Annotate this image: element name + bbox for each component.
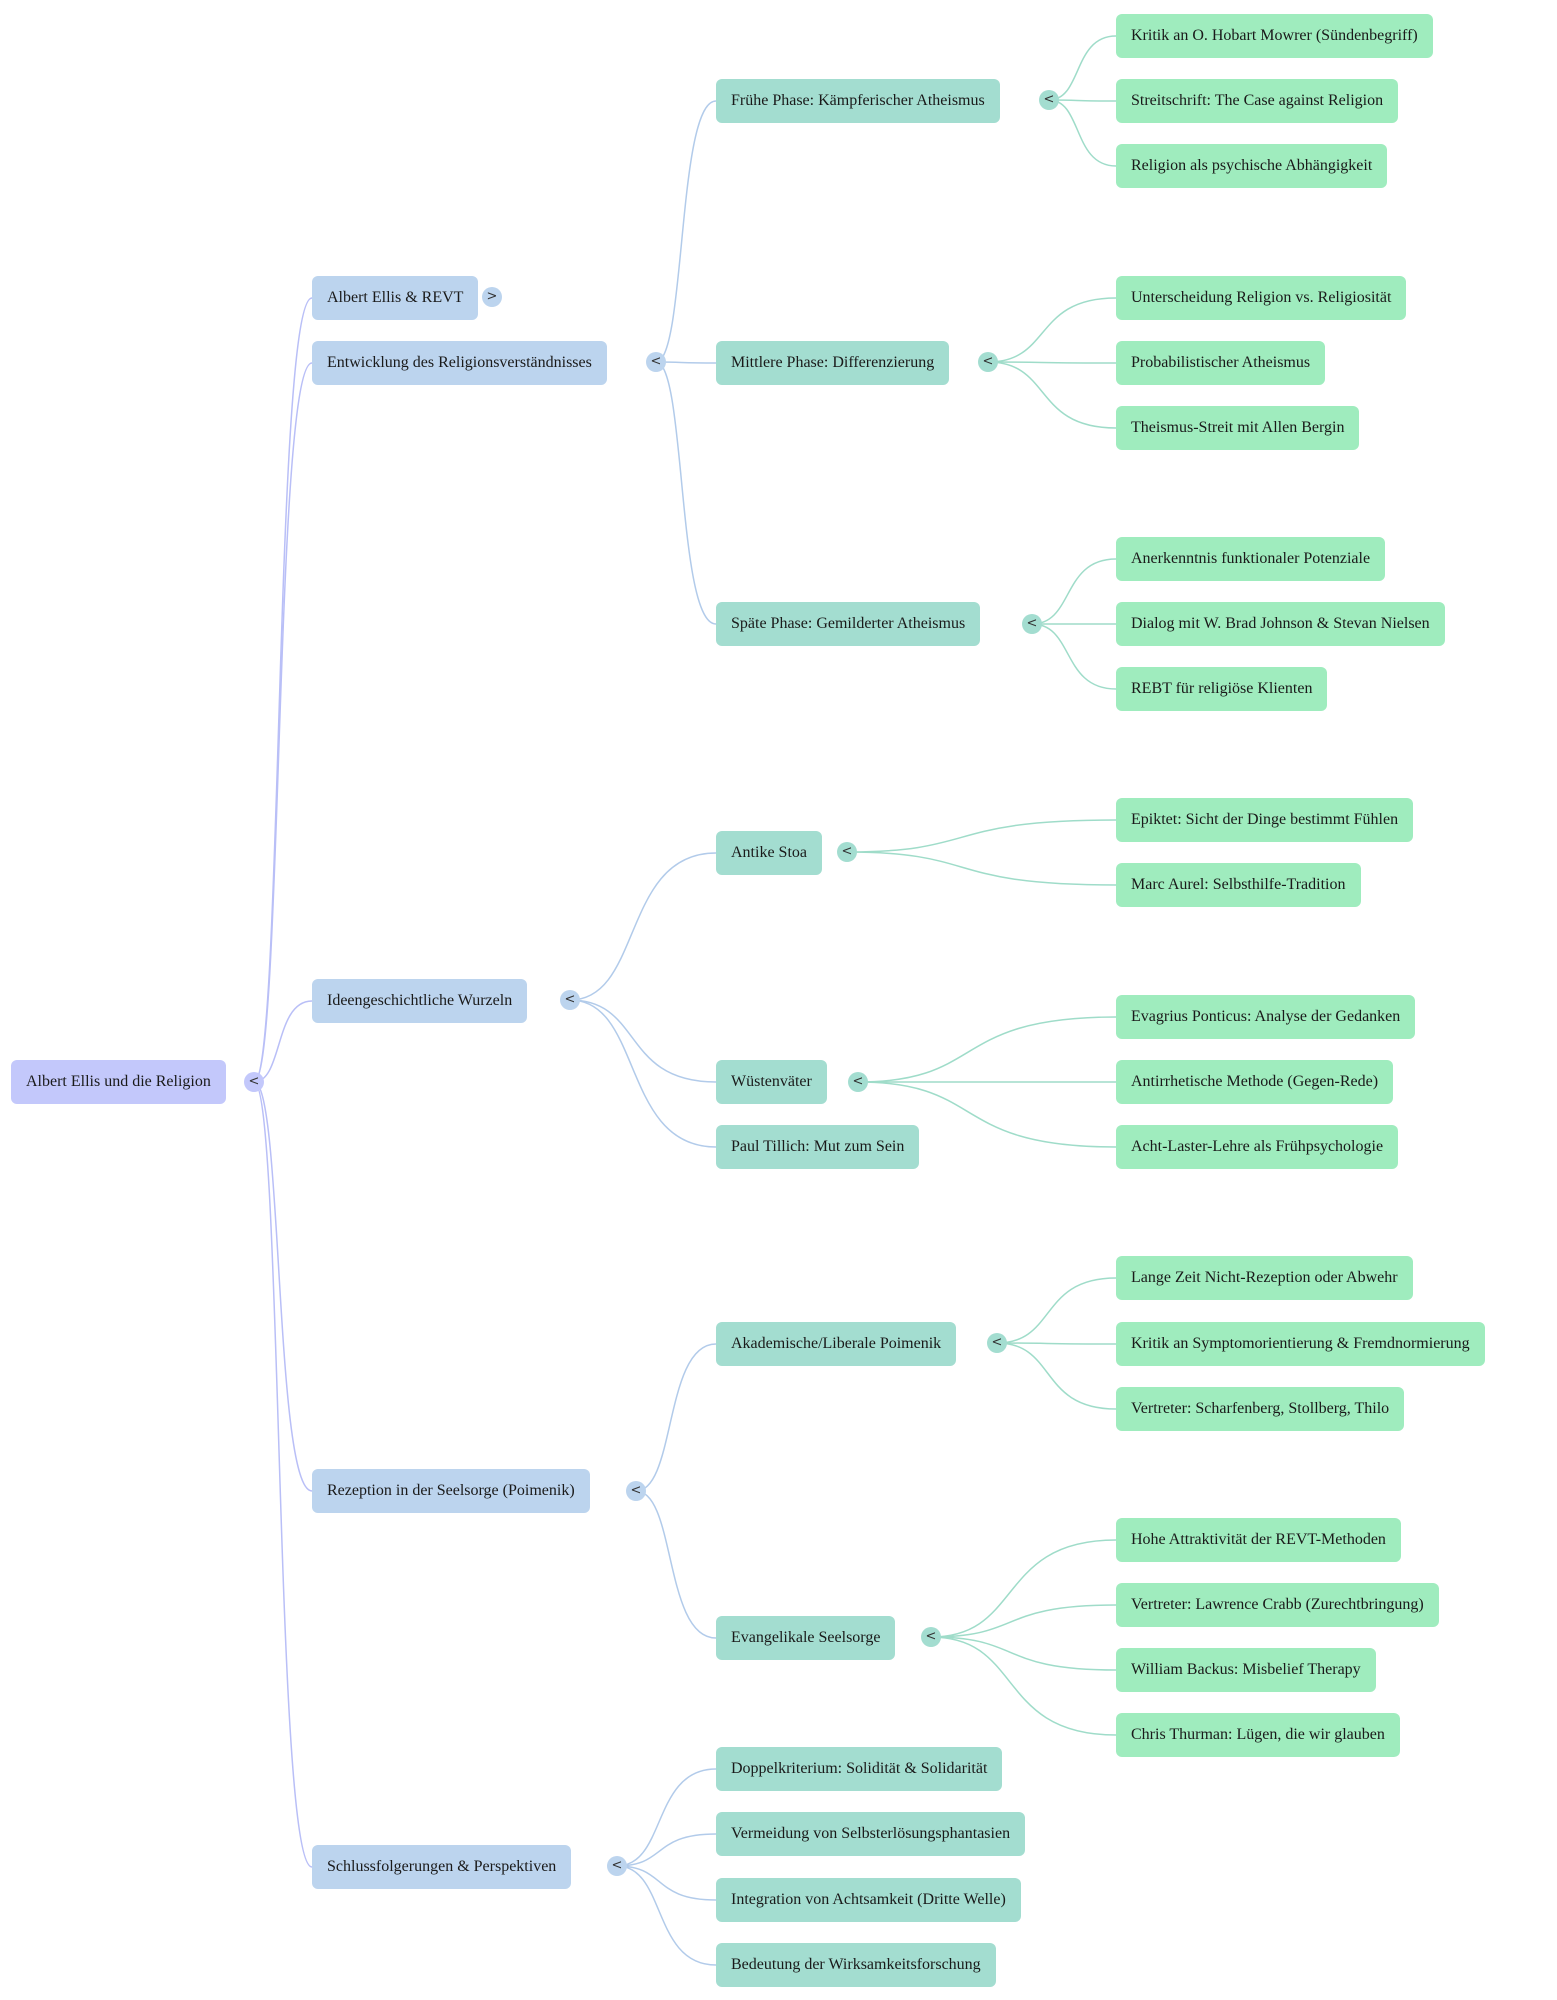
node-akademische-poimenik[interactable]: Akademische/Liberale Poimenik bbox=[716, 1322, 957, 1366]
leaf-node[interactable]: Lange Zeit Nicht-Rezeption oder Abwehr bbox=[1116, 1256, 1413, 1300]
edge bbox=[635, 1343, 717, 1492]
leaf-node[interactable]: Kritik an Symptomorientierung & Fremdnor… bbox=[1116, 1322, 1485, 1366]
edge bbox=[857, 1081, 1117, 1148]
edge bbox=[996, 1277, 1117, 1344]
edge bbox=[253, 1081, 313, 1492]
edge bbox=[616, 1865, 717, 1966]
root-node[interactable]: Albert Ellis und die Religion bbox=[11, 1060, 226, 1104]
leaf-node[interactable]: Dialog mit W. Brad Johnson & Stevan Niel… bbox=[1116, 602, 1445, 646]
edge bbox=[253, 297, 313, 1083]
collapse-toggle-icon[interactable]: < bbox=[978, 352, 998, 372]
edge bbox=[616, 1865, 717, 1901]
edge bbox=[569, 852, 717, 1001]
collapse-toggle-icon[interactable]: < bbox=[921, 1627, 941, 1647]
branch-schlussfolgerungen[interactable]: Schlussfolgerungen & Perspektiven bbox=[312, 1845, 572, 1889]
edge bbox=[655, 100, 717, 363]
collapse-toggle-icon[interactable]: < bbox=[626, 1481, 646, 1501]
leaf-node[interactable]: Epiktet: Sicht der Dinge bestimmt Fühlen bbox=[1116, 798, 1414, 842]
leaf-node[interactable]: Evagrius Ponticus: Analyse der Gedanken bbox=[1116, 995, 1416, 1039]
leaf-node[interactable]: Doppelkriterium: Solidität & Solidarität bbox=[716, 1747, 1003, 1791]
leaf-node[interactable]: Hohe Attraktivität der REVT-Methoden bbox=[1116, 1518, 1401, 1562]
leaf-node[interactable]: Integration von Achtsamkeit (Dritte Well… bbox=[716, 1878, 1021, 1922]
leaf-node[interactable]: REBT für religiöse Klienten bbox=[1116, 667, 1328, 711]
edge bbox=[857, 1016, 1117, 1083]
leaf-node[interactable]: Kritik an O. Hobart Mowrer (Sündenbegrif… bbox=[1116, 14, 1433, 58]
edge bbox=[253, 362, 313, 1083]
leaf-node[interactable]: Acht-Laster-Lehre als Frühpsychologie bbox=[1116, 1125, 1399, 1169]
collapse-toggle-icon[interactable]: < bbox=[987, 1333, 1007, 1353]
edge bbox=[930, 1604, 1117, 1638]
node-evangelikale-seelsorge[interactable]: Evangelikale Seelsorge bbox=[716, 1616, 896, 1660]
node-fruehe-phase[interactable]: Frühe Phase: Kämpferischer Atheismus bbox=[716, 79, 1000, 123]
node-mittlere-phase[interactable]: Mittlere Phase: Differenzierung bbox=[716, 341, 950, 385]
leaf-node[interactable]: Unterscheidung Religion vs. Religiosität bbox=[1116, 276, 1407, 320]
edge bbox=[616, 1768, 717, 1867]
edge bbox=[616, 1833, 717, 1867]
collapse-toggle-icon[interactable]: < bbox=[560, 990, 580, 1010]
collapse-toggle-icon[interactable]: < bbox=[607, 1856, 627, 1876]
edge bbox=[253, 1081, 313, 1868]
leaf-node[interactable]: Theismus-Streit mit Allen Bergin bbox=[1116, 406, 1360, 450]
leaf-node[interactable]: William Backus: Misbelief Therapy bbox=[1116, 1648, 1376, 1692]
node-antike-stoa[interactable]: Antike Stoa bbox=[716, 831, 822, 875]
edge bbox=[846, 819, 1117, 853]
expand-toggle-icon[interactable]: > bbox=[482, 287, 502, 307]
edge bbox=[996, 1342, 1117, 1345]
edge bbox=[1048, 35, 1117, 101]
node-spaete-phase[interactable]: Späte Phase: Gemilderter Atheismus bbox=[716, 602, 981, 646]
leaf-node[interactable]: Bedeutung der Wirksamkeitsforschung bbox=[716, 1943, 996, 1987]
collapse-toggle-icon[interactable]: < bbox=[1022, 614, 1042, 634]
leaf-node[interactable]: Vertreter: Lawrence Crabb (Zurechtbringu… bbox=[1116, 1583, 1439, 1627]
leaf-node[interactable]: Marc Aurel: Selbsthilfe-Tradition bbox=[1116, 863, 1361, 907]
edge bbox=[655, 361, 717, 625]
leaf-node[interactable]: Chris Thurman: Lügen, die wir glauben bbox=[1116, 1713, 1400, 1757]
edge bbox=[569, 999, 717, 1148]
edge bbox=[987, 361, 1117, 364]
collapse-toggle-icon[interactable]: < bbox=[848, 1072, 868, 1092]
leaf-node[interactable]: Streitschrift: The Case against Religion bbox=[1116, 79, 1399, 123]
edge bbox=[930, 1636, 1117, 1736]
branch-entwicklung[interactable]: Entwicklung des Religionsverständnisses bbox=[312, 341, 607, 385]
collapse-toggle-icon[interactable]: < bbox=[646, 352, 666, 372]
edge bbox=[1031, 623, 1117, 690]
edge bbox=[1048, 99, 1117, 102]
branch-ideengeschichte[interactable]: Ideengeschichtliche Wurzeln bbox=[312, 979, 528, 1023]
leaf-node[interactable]: Antirrhetische Methode (Gegen-Rede) bbox=[1116, 1060, 1394, 1104]
collapse-toggle-icon[interactable]: < bbox=[244, 1072, 264, 1092]
leaf-node[interactable]: Vertreter: Scharfenberg, Stollberg, Thil… bbox=[1116, 1387, 1405, 1431]
edge bbox=[846, 851, 1117, 886]
edge bbox=[635, 1490, 717, 1639]
collapse-toggle-icon[interactable]: < bbox=[837, 842, 857, 862]
branch-rezeption[interactable]: Rezeption in der Seelsorge (Poimenik) bbox=[312, 1469, 590, 1513]
edge bbox=[1048, 99, 1117, 167]
edge bbox=[987, 361, 1117, 429]
node-wuestenvaeter[interactable]: Wüstenväter bbox=[716, 1060, 827, 1104]
edge bbox=[987, 297, 1117, 363]
leaf-node[interactable]: Vermeidung von Selbsterlösungsphantasien bbox=[716, 1812, 1026, 1856]
leaf-node[interactable]: Probabilistischer Atheismus bbox=[1116, 341, 1326, 385]
edge bbox=[253, 1000, 313, 1083]
edge bbox=[1031, 558, 1117, 625]
edge bbox=[996, 1342, 1117, 1410]
edge bbox=[569, 999, 717, 1083]
edge bbox=[930, 1636, 1117, 1671]
collapse-toggle-icon[interactable]: < bbox=[1039, 90, 1059, 110]
node-paul-tillich[interactable]: Paul Tillich: Mut zum Sein bbox=[716, 1125, 920, 1169]
edge bbox=[930, 1539, 1117, 1638]
leaf-node[interactable]: Religion als psychische Abhängigkeit bbox=[1116, 144, 1388, 188]
leaf-node[interactable]: Anerkenntnis funktionaler Potenziale bbox=[1116, 537, 1386, 581]
branch-albert-ellis-revt[interactable]: Albert Ellis & REVT bbox=[312, 276, 479, 320]
